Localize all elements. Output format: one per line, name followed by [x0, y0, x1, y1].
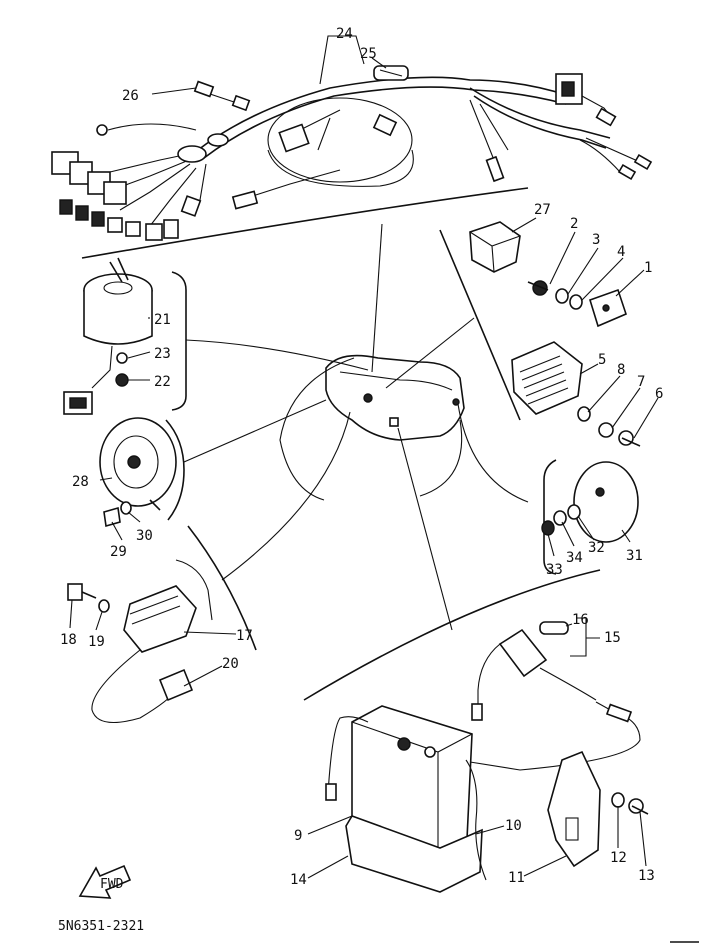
callout-29: 29: [110, 544, 127, 560]
callout-12: 12: [610, 850, 627, 866]
battery: [325, 705, 487, 893]
main-switch: [63, 257, 153, 415]
callout-numbers: 1 2 3 4 5 6 7 8 9 10 11 12 13 14 15 16 1…: [60, 26, 663, 888]
harness-group-bracket: [81, 187, 529, 259]
rectifier: [511, 341, 641, 447]
callout-11: 11: [508, 870, 525, 886]
horn: [99, 417, 177, 528]
battery-group-bracket: [303, 569, 601, 701]
callout-14: 14: [290, 872, 307, 888]
callout-1: 1: [644, 260, 652, 276]
callout-23: 23: [154, 346, 171, 362]
callout-33: 33: [546, 562, 563, 578]
callout-31: 31: [626, 548, 643, 564]
callout-17: 17: [236, 628, 253, 644]
wire-harness: [51, 65, 653, 241]
callout-9: 9: [294, 828, 302, 844]
fwd-arrow: FWD: [78, 864, 132, 899]
reflector-group-bracket: [543, 459, 557, 575]
switch-group-bracket: [171, 271, 187, 411]
callout-16: 16: [572, 612, 589, 628]
callout-15: 15: [604, 630, 621, 646]
callout-25: 25: [360, 46, 377, 62]
callout-28: 28: [72, 474, 89, 490]
diagram-code: 5N6351-2321: [58, 919, 144, 934]
callout-6: 6: [655, 386, 663, 402]
callout-4: 4: [617, 244, 625, 260]
callout-19: 19: [88, 634, 105, 650]
callout-5: 5: [598, 352, 606, 368]
coil-group-bracket: [187, 525, 257, 651]
relay: [469, 221, 521, 273]
fuse-holder: [469, 621, 641, 771]
callout-2: 2: [570, 216, 578, 232]
frame-leader-lines: [183, 223, 529, 631]
callout-leaders: [69, 35, 659, 879]
callout-27: 27: [534, 202, 551, 218]
horn-group-bracket: [165, 419, 185, 521]
rectifier-group-bracket: [439, 229, 521, 421]
callout-10: 10: [505, 818, 522, 834]
callout-34: 34: [566, 550, 583, 566]
callout-3: 3: [592, 232, 600, 248]
callout-30: 30: [136, 528, 153, 544]
regulator: [527, 280, 627, 328]
callout-32: 32: [588, 540, 605, 556]
callout-20: 20: [222, 656, 239, 672]
ignition-coil: [67, 559, 213, 724]
callout-7: 7: [637, 374, 645, 390]
callout-26: 26: [122, 88, 139, 104]
callout-13: 13: [638, 868, 655, 884]
callout-24: 24: [336, 26, 353, 42]
callout-22: 22: [154, 374, 171, 390]
frame-outline: [325, 354, 465, 441]
fwd-label: FWD: [100, 877, 124, 892]
battery-bracket: [547, 750, 649, 868]
callout-18: 18: [60, 632, 77, 648]
callout-21: 21: [154, 312, 171, 328]
reflector: [541, 461, 639, 543]
callout-8: 8: [617, 362, 625, 378]
